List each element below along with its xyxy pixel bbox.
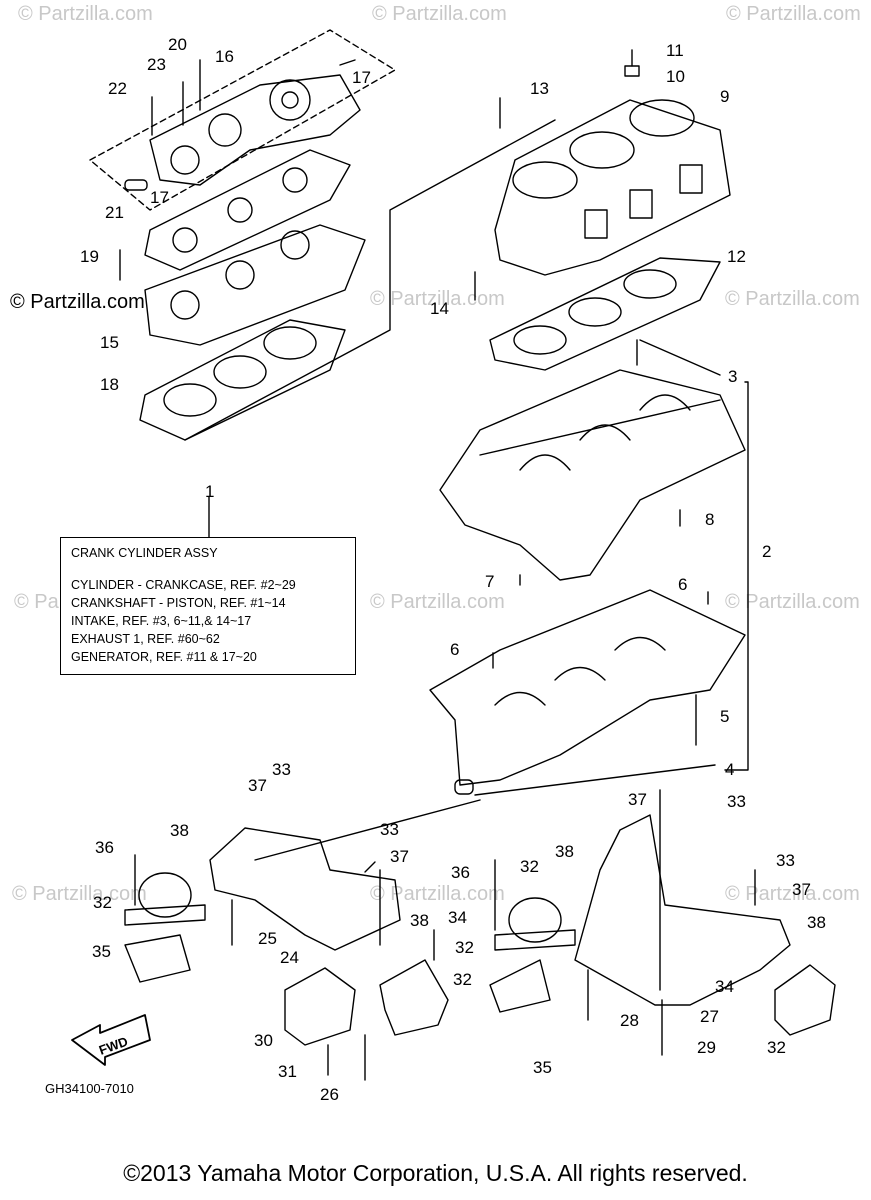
callout-38a: 38 xyxy=(170,821,189,840)
callout-10: 10 xyxy=(666,67,685,86)
assembly-info-box: CRANK CYLINDER ASSY CYLINDER - CRANKCASE… xyxy=(60,537,356,675)
upper-crankcase-3 xyxy=(439,339,746,586)
cylinder-head-15 xyxy=(119,224,366,346)
watermark: © Partzilla.com xyxy=(370,883,505,905)
callout-33b: 33 xyxy=(380,820,399,839)
watermark: © Partzilla.com xyxy=(725,591,860,613)
rubber-mount-32-right xyxy=(754,869,836,1036)
callout-32e: 32 xyxy=(767,1038,786,1057)
fwd-arrow-icon xyxy=(71,1014,151,1066)
callout-26: 26 xyxy=(320,1085,339,1104)
callout-15: 15 xyxy=(100,333,119,352)
leader-line xyxy=(639,339,721,376)
callout-36b: 36 xyxy=(451,863,470,882)
callout-28: 28 xyxy=(620,1011,639,1030)
callout-32c: 32 xyxy=(455,938,474,957)
head-gasket-18 xyxy=(139,319,346,441)
callout-24: 24 xyxy=(280,948,299,967)
assembly-title: CRANK CYLINDER ASSY xyxy=(71,546,218,560)
lower-crankcase-4 xyxy=(429,589,746,795)
leader-line xyxy=(184,119,556,441)
callout-2: 2 xyxy=(762,542,771,561)
callout-29: 29 xyxy=(697,1038,716,1057)
watermark: © Partzilla.com xyxy=(725,883,860,905)
watermark: © Partzilla.com xyxy=(372,3,507,25)
callout-38c: 38 xyxy=(410,911,429,930)
callout-9: 9 xyxy=(720,87,729,106)
callout-18: 18 xyxy=(100,375,119,394)
callout-32d: 32 xyxy=(453,970,472,989)
callout-33a: 33 xyxy=(272,760,291,779)
assembly-ref-line: CYLINDER - CRANKCASE, REF. #2~29 xyxy=(71,578,296,592)
bracket-30 xyxy=(284,967,366,1081)
callout-31: 31 xyxy=(278,1062,297,1081)
callout-21: 21 xyxy=(105,203,124,222)
callout-19: 19 xyxy=(80,247,99,266)
callout-30: 30 xyxy=(254,1031,273,1050)
callout-33c: 33 xyxy=(727,792,746,811)
callout-16: 16 xyxy=(215,47,234,66)
callout-27: 27 xyxy=(700,1007,719,1026)
callout-17a: 17 xyxy=(352,68,371,87)
watermark: © Partzilla.com xyxy=(370,591,505,613)
callout-labels: 1 2 3 4 5 6 6 7 8 9 10 11 12 13 14 15 16… xyxy=(80,35,826,1104)
assembly-ref-line: CRANKSHAFT - PISTON, REF. #1~14 xyxy=(71,596,286,610)
rubber-mount-38 xyxy=(364,861,449,1036)
watermark: © Partzilla.com xyxy=(12,883,147,905)
callout-35b: 35 xyxy=(533,1058,552,1077)
callout-37a: 37 xyxy=(248,776,267,795)
callout-11: 11 xyxy=(666,41,684,60)
callout-32b: 32 xyxy=(520,857,539,876)
callout-35a: 35 xyxy=(92,942,111,961)
assembly-ref-line: GENERATOR, REF. #11 & 17~20 xyxy=(71,650,257,664)
gasket-12 xyxy=(489,257,721,371)
diagram-code: GH34100-7010 xyxy=(45,1081,134,1096)
callout-22: 22 xyxy=(108,79,127,98)
watermarks: © Partzilla.com © Partzilla.com © Partzi… xyxy=(10,3,861,905)
callout-5: 5 xyxy=(720,707,729,726)
callout-6a: 6 xyxy=(678,575,687,594)
watermark-dark: © Partzilla.com xyxy=(10,291,145,313)
callout-12: 12 xyxy=(727,247,746,266)
callout-38b: 38 xyxy=(555,842,574,861)
callout-20: 20 xyxy=(168,35,187,54)
watermark: © Partzilla.com xyxy=(726,3,861,25)
callout-4: 4 xyxy=(725,760,734,779)
callout-37c: 37 xyxy=(628,790,647,809)
callout-25: 25 xyxy=(258,929,277,948)
assembly-ref-line: EXHAUST 1, REF. #60~62 xyxy=(71,632,220,646)
callout-37b: 37 xyxy=(390,847,409,866)
generator-cover-group xyxy=(89,29,396,211)
assembly-ref-line: INTAKE, REF. #3, 6~11,& 14~17 xyxy=(71,614,252,628)
leader-line xyxy=(474,764,716,796)
callout-8: 8 xyxy=(705,510,714,529)
rubber-mount-32-center xyxy=(489,859,576,1013)
engine-mount-24 xyxy=(209,799,481,951)
callout-13: 13 xyxy=(530,79,549,98)
callout-34b: 34 xyxy=(715,977,734,996)
callout-1: 1 xyxy=(205,482,214,501)
callout-32a: 32 xyxy=(93,893,112,912)
rubber-mount-32 xyxy=(124,854,206,983)
cylinder-block-9 xyxy=(474,49,731,301)
bracket xyxy=(724,381,749,771)
callout-37d: 37 xyxy=(792,880,811,899)
watermark: © Partzilla.com xyxy=(370,288,505,310)
callout-7: 7 xyxy=(485,572,494,591)
callout-33d: 33 xyxy=(776,851,795,870)
engine-mount-27 xyxy=(574,789,791,1056)
callout-14: 14 xyxy=(430,299,449,318)
callout-3: 3 xyxy=(728,367,737,386)
gasket-21 xyxy=(144,149,351,271)
callout-17b: 17 xyxy=(150,188,169,207)
copyright-notice: ©2013 Yamaha Motor Corporation, U.S.A. A… xyxy=(123,1160,748,1186)
watermark: © Partzilla.com xyxy=(18,3,153,25)
callout-23: 23 xyxy=(147,55,166,74)
callout-6b: 6 xyxy=(450,640,459,659)
callout-38d: 38 xyxy=(807,913,826,932)
callout-34a: 34 xyxy=(448,908,467,927)
watermark: © Partzilla.com xyxy=(725,288,860,310)
callout-36a: 36 xyxy=(95,838,114,857)
